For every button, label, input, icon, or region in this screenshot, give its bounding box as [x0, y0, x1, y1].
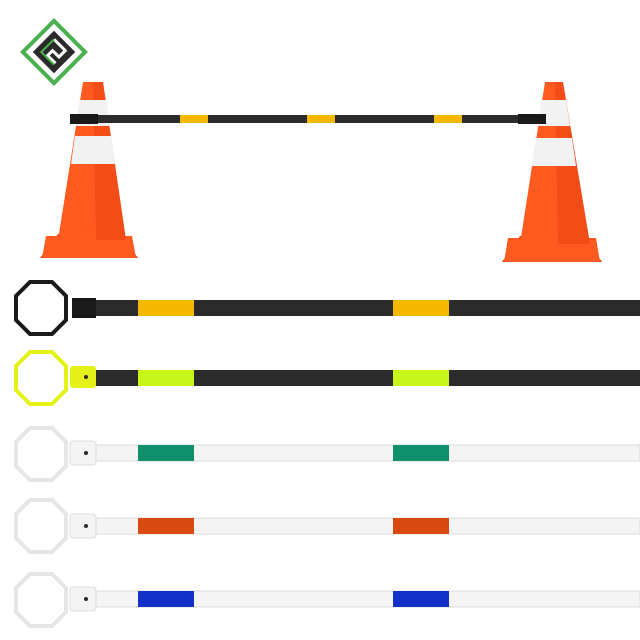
white-bar-green-stripes — [14, 426, 640, 482]
cone-bar — [70, 114, 546, 124]
white-bar-red-stripes — [14, 498, 640, 554]
white-bar-blue-stripes — [14, 572, 640, 628]
black-bar-yellow-stripes — [14, 280, 640, 336]
traffic-cone-right — [502, 82, 602, 262]
traffic-cone-left — [40, 82, 138, 258]
black-bar-lime-stripes — [14, 350, 640, 406]
diamond-logo-icon — [20, 18, 88, 86]
